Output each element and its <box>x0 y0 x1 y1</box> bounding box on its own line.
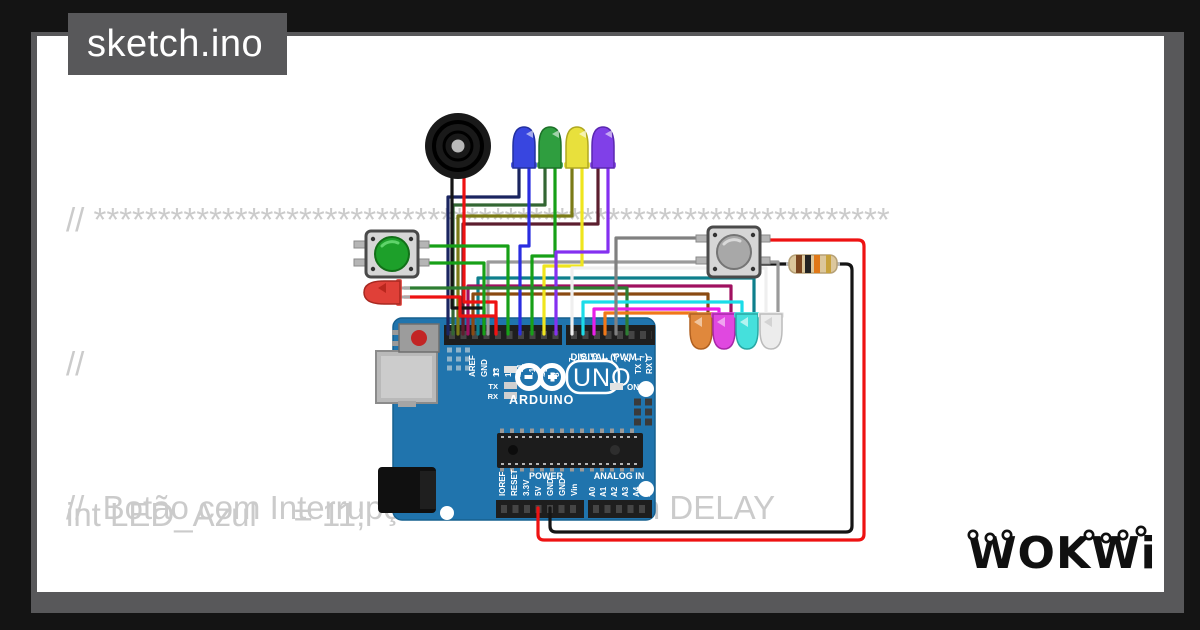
wokwi-logo-nodes <box>967 525 1147 544</box>
sketch-filename-tab[interactable]: sketch.ino <box>68 13 287 75</box>
sketch-filename-label: sketch.ino <box>87 22 264 65</box>
code-variables-block: int LED_Azul = 11; int LED_Verde = 10; i… <box>66 395 1164 592</box>
code-line: // <box>66 345 85 382</box>
code-line: // *************************************… <box>66 201 890 238</box>
preview-canvas: // *************************************… <box>37 36 1164 592</box>
wokwi-logo: WOKWi <box>967 525 1156 579</box>
code-line: int LED_Azul = 11; <box>66 496 366 533</box>
